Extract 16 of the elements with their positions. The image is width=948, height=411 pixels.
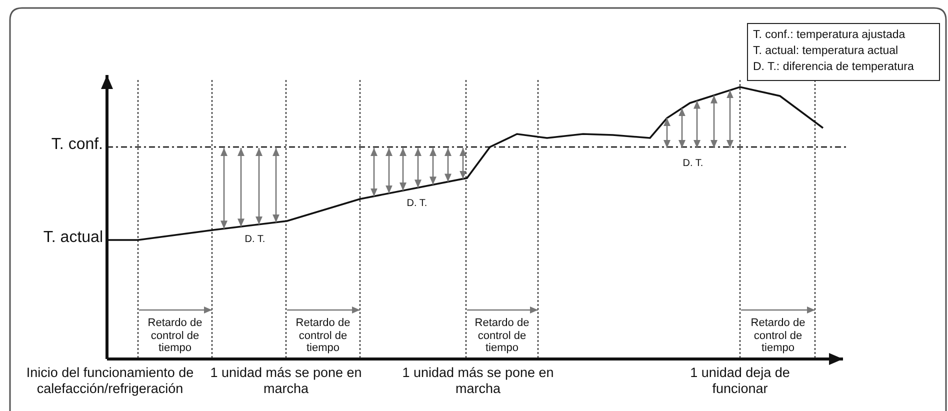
axis-label: T. conf. (50, 136, 103, 154)
measure-label: D. T. (406, 198, 428, 210)
event-label: Inicio del funcionamiento de calefacción/refrigeración (25, 365, 195, 396)
legend-text: D. T.: diferencia de temperatura (753, 60, 914, 76)
legend-text: T. actual: temperatura actual (753, 44, 898, 60)
delay-label: Retardo de control de tiempo (294, 317, 352, 355)
measure-label: D. T. (244, 234, 266, 246)
delay-label: Retardo de control de tiempo (474, 317, 530, 355)
event-label: 1 unidad deja de funcionar (690, 365, 790, 396)
delay-label: Retardo de control de tiempo (750, 317, 806, 355)
event-label: 1 unidad más se pone en marcha (209, 365, 363, 396)
legend-text: T. conf.: temperatura ajustada (753, 28, 906, 43)
delay-label: Retardo de control de tiempo (146, 317, 204, 355)
event-label: 1 unidad más se pone en marcha (401, 365, 555, 396)
axis-label: T. actual (42, 229, 103, 248)
measure-label: D. T. (682, 158, 704, 170)
